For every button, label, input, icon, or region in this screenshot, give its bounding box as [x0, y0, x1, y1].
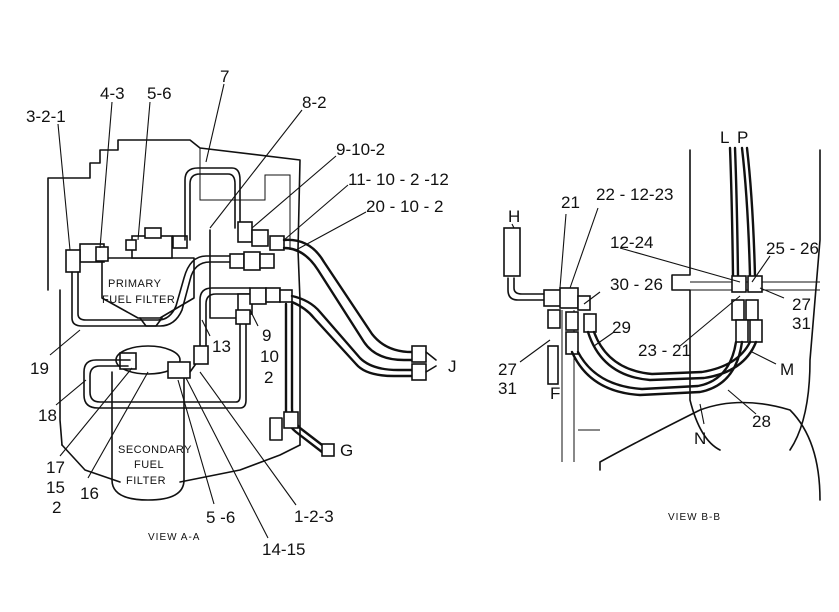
callout-7: 7: [220, 67, 229, 86]
view-b-b: H 21 22 - 12-23 L P 12-24 25 - 26 30 - 2…: [498, 128, 821, 523]
callout-12-24: 12-24: [610, 233, 653, 252]
fuel-lines-a: [71, 167, 437, 457]
callout-25-26: 25 - 26: [766, 239, 819, 258]
engine-block-lower: [61, 444, 301, 483]
callout-23-21: 23 - 21: [638, 341, 691, 360]
leader-lines-a: [49, 83, 367, 539]
callout-P: P: [737, 128, 748, 147]
view-a-a-label: VIEW A-A: [148, 532, 200, 543]
callout-18: 18: [38, 406, 57, 425]
callout-J: J: [448, 357, 457, 376]
callout-13: 13: [212, 337, 231, 356]
callout-H: H: [508, 207, 520, 226]
callout-16: 16: [80, 484, 99, 503]
callout-1-2-3: 1-2-3: [294, 507, 334, 526]
leader-lines-b: [511, 207, 785, 425]
callout-21: 21: [561, 193, 580, 212]
callout-11-10-2-12: 11- 10 - 2 -12: [348, 170, 449, 189]
callout-20-10-2: 20 - 10 - 2: [366, 197, 444, 216]
view-a-a: PRIMARY FUEL FILTER SECONDARY FUEL FILTE…: [26, 67, 457, 559]
callout-8-2: 8-2: [302, 93, 327, 112]
secondary-fuel-filter: SECONDARY FUEL FILTER: [111, 345, 192, 501]
callout-28: 28: [752, 412, 771, 431]
secondary-filter-label-3: FILTER: [126, 475, 166, 487]
callout-19: 19: [30, 359, 49, 378]
callout-4-3: 4-3: [100, 84, 125, 103]
callout-M: M: [780, 360, 794, 379]
callout-9-10-2: 9-10-2: [336, 140, 385, 159]
callout-9: 9: [262, 326, 271, 345]
callout-14-15: 14-15: [262, 540, 305, 559]
callout-3-2-1: 3-2-1: [26, 107, 66, 126]
callout-5-6-bottom: 5 -6: [206, 508, 235, 527]
callout-27-left: 27: [498, 360, 517, 379]
callout-15: 15: [46, 478, 65, 497]
callout-31-right: 31: [792, 314, 811, 333]
bracket-plate: [209, 229, 239, 319]
secondary-filter-label-1: SECONDARY: [118, 444, 192, 456]
primary-fuel-filter: PRIMARY FUEL FILTER: [65, 227, 195, 327]
callouts-b: H 21 22 - 12-23 L P 12-24 25 - 26 30 - 2…: [498, 128, 819, 523]
engine-block-step: [199, 148, 291, 250]
callout-27-right: 27: [792, 295, 811, 314]
callout-17: 17: [46, 458, 65, 477]
lower-body: [599, 401, 821, 501]
primary-filter-label-1: PRIMARY: [108, 278, 162, 290]
primary-filter-label-2: FUEL FILTER: [102, 294, 175, 306]
callout-L: L: [720, 128, 729, 147]
view-b-b-label: VIEW B-B: [668, 512, 721, 523]
callout-N: N: [694, 429, 706, 448]
callout-2-left: 2: [52, 498, 61, 517]
callout-10: 10: [260, 347, 279, 366]
callout-F: F: [550, 384, 560, 403]
callout-G: G: [340, 441, 353, 460]
secondary-filter-label-2: FUEL: [134, 459, 164, 471]
callout-2-right: 2: [264, 368, 273, 387]
callout-29: 29: [612, 318, 631, 337]
callout-30-26: 30 - 26: [610, 275, 663, 294]
callouts-a: 3-2-1 4-3 5-6 7 8-2 9-10-2 11- 10 - 2 -1…: [26, 67, 457, 559]
callout-5-6-top: 5-6: [147, 84, 172, 103]
bracket-small: [269, 417, 283, 441]
callout-31-left: 31: [498, 379, 517, 398]
callout-22-12-23: 22 - 12-23: [596, 185, 674, 204]
